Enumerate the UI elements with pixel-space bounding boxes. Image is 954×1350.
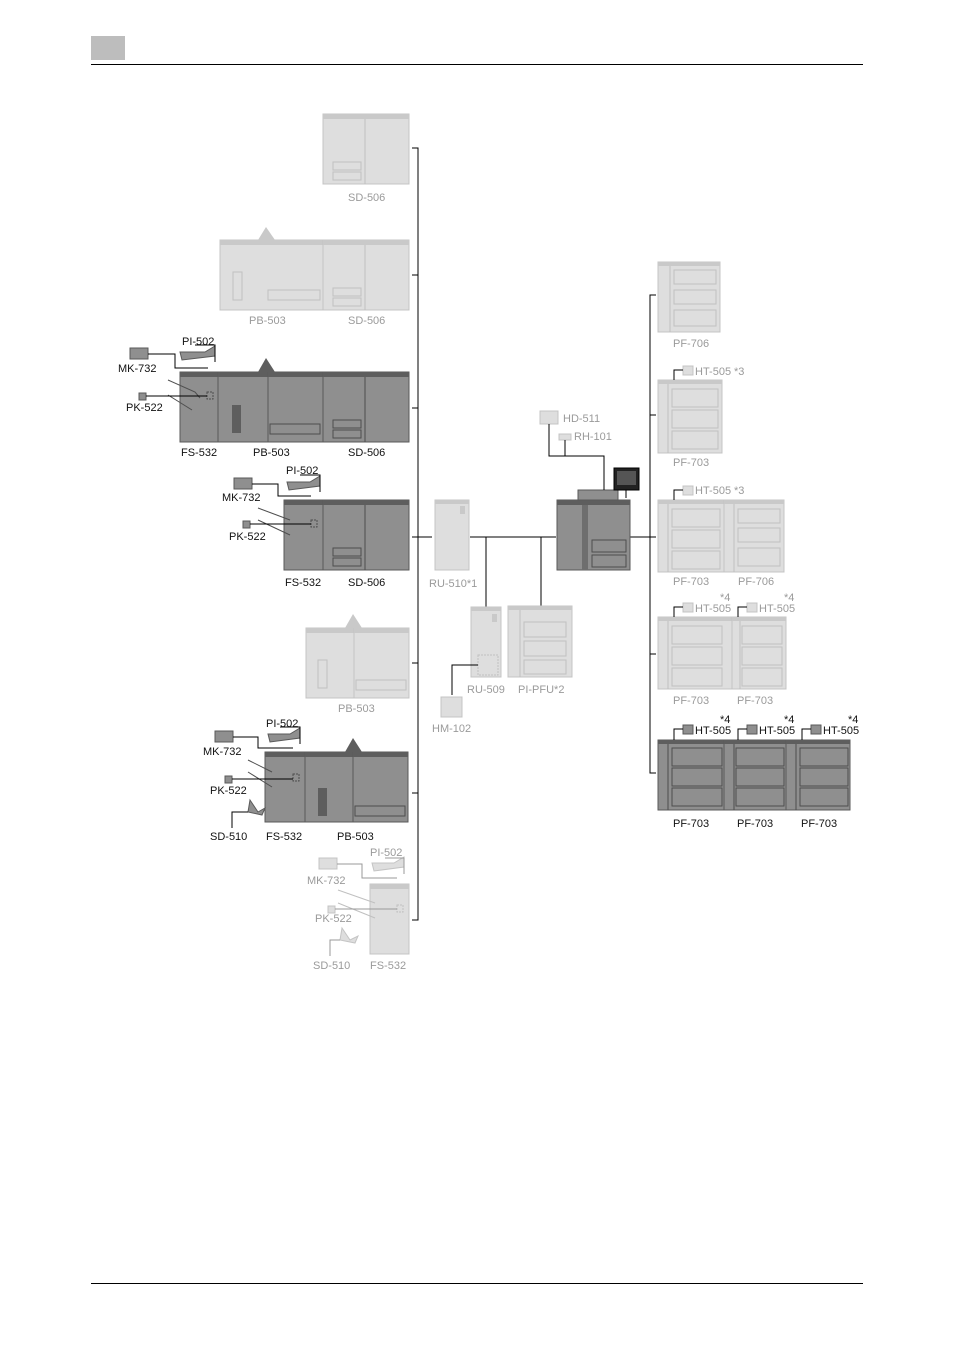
label-fs532: FS-532 bbox=[285, 577, 321, 589]
label-pb503: PB-503 bbox=[249, 315, 286, 327]
label-pf703-a: PF-703 bbox=[673, 818, 709, 830]
label-pb503: PB-503 bbox=[337, 831, 374, 843]
label-note-b: *4 bbox=[784, 714, 794, 726]
label-hd511: HD-511 bbox=[563, 413, 600, 425]
label-pipfu: PI-PFU*2 bbox=[518, 684, 564, 696]
label-ht-note: *3 bbox=[734, 366, 744, 378]
config6-fs532-pb503: PI-502 MK-732 PK-522 SD-510 FS-532 PB-50… bbox=[203, 718, 409, 843]
label-ht505-a: HT-505 bbox=[695, 603, 731, 615]
label-pk522: PK-522 bbox=[210, 785, 247, 797]
rconfig3-pf703-pf706: HT-505 *3 PF-703 PF-706 bbox=[657, 485, 785, 588]
label-note-b: *4 bbox=[784, 592, 794, 604]
config5-pb503: PB-503 bbox=[305, 614, 410, 715]
label-pi502: PI-502 bbox=[286, 465, 318, 477]
label-pf703-b: PF-703 bbox=[737, 695, 773, 707]
label-pf706: PF-706 bbox=[673, 338, 709, 350]
label-hm102: HM-102 bbox=[432, 723, 471, 735]
label-mk732: MK-732 bbox=[203, 746, 242, 758]
label-pi502: PI-502 bbox=[370, 847, 402, 859]
rconfig1-pf706: PF-706 bbox=[657, 261, 721, 350]
label-sd506: SD-506 bbox=[348, 315, 385, 327]
label-mk732: MK-732 bbox=[307, 875, 346, 887]
label-pk522: PK-522 bbox=[126, 402, 163, 414]
label-pb503: PB-503 bbox=[253, 447, 290, 459]
config4-fs532-sd506: PI-502 MK-732 PK-522 FS-532 SD-506 bbox=[222, 465, 410, 589]
label-ru510: RU-510*1 bbox=[429, 578, 477, 590]
label-ht505: HT-505 bbox=[695, 366, 731, 378]
label-pk522: PK-522 bbox=[315, 913, 352, 925]
rconfig2-pf703: HT-505 *3 PF-703 bbox=[657, 365, 744, 469]
label-sd506: SD-506 bbox=[348, 447, 385, 459]
label-sd510: SD-510 bbox=[210, 831, 247, 843]
label-sd510: SD-510 bbox=[313, 960, 350, 972]
label-mk732: MK-732 bbox=[118, 363, 157, 375]
label-pi502: PI-502 bbox=[266, 718, 298, 730]
label-pf703-a: PF-703 bbox=[673, 695, 709, 707]
label-pf703-c: PF-703 bbox=[801, 818, 837, 830]
label-note-c: *4 bbox=[848, 714, 858, 726]
label-ht-note: *3 bbox=[734, 485, 744, 497]
left-bracket bbox=[412, 147, 432, 921]
label-ht505-a: HT-505 bbox=[695, 725, 731, 737]
ru509-pipfu-hm102: RU-509 PI-PFU*2 HM-102 bbox=[432, 605, 573, 735]
chapter-marker bbox=[91, 36, 125, 60]
label-mk732: MK-732 bbox=[222, 492, 261, 504]
main-unit: HD-511 RH-101 bbox=[539, 410, 640, 571]
ru510-relay-unit: RU-510*1 bbox=[429, 499, 477, 590]
config7-fs532: PI-502 MK-732 PK-522 SD-510 FS-532 bbox=[307, 847, 410, 972]
label-pf703: PF-703 bbox=[673, 576, 709, 588]
rconfig5-3x-pf703: *4 *4 *4 HT-505 HT-505 HT-505 PF-703 PF-… bbox=[657, 714, 859, 830]
label-note-a: *4 bbox=[720, 714, 730, 726]
label-pf706: PF-706 bbox=[738, 576, 774, 588]
label-fs532: FS-532 bbox=[181, 447, 217, 459]
label-pk522: PK-522 bbox=[229, 531, 266, 543]
label-fs532: FS-532 bbox=[266, 831, 302, 843]
label-pf703: PF-703 bbox=[673, 457, 709, 469]
right-bracket bbox=[649, 294, 656, 774]
label-rh101: RH-101 bbox=[574, 431, 612, 443]
config1-sd506: SD-506 bbox=[322, 113, 410, 204]
label-ht505: HT-505 bbox=[695, 485, 731, 497]
label-ht505-b: HT-505 bbox=[759, 603, 795, 615]
label-pi502: PI-502 bbox=[182, 336, 214, 348]
footer-rule bbox=[91, 1283, 863, 1284]
label-ht505-b: HT-505 bbox=[759, 725, 795, 737]
label-ru509: RU-509 bbox=[467, 684, 505, 696]
label-sd506: SD-506 bbox=[348, 577, 385, 589]
config3-full-dark: PI-502 MK-732 PK-522 FS-532 PB-503 SD-50… bbox=[118, 336, 410, 459]
header-rule bbox=[91, 64, 863, 65]
center-connectors bbox=[470, 536, 656, 607]
config2-pb503-sd506: PB-503 SD-506 bbox=[219, 227, 410, 327]
label-pf703-b: PF-703 bbox=[737, 818, 773, 830]
label-note-a: *4 bbox=[720, 592, 730, 604]
label-fs532: FS-532 bbox=[370, 960, 406, 972]
label-ht505-c: HT-505 bbox=[823, 725, 859, 737]
rconfig4-2x-pf703: *4 *4 HT-505 HT-505 PF-703 PF-703 bbox=[657, 592, 795, 707]
label-pb503: PB-503 bbox=[338, 703, 375, 715]
label-sd506: SD-506 bbox=[348, 192, 385, 204]
